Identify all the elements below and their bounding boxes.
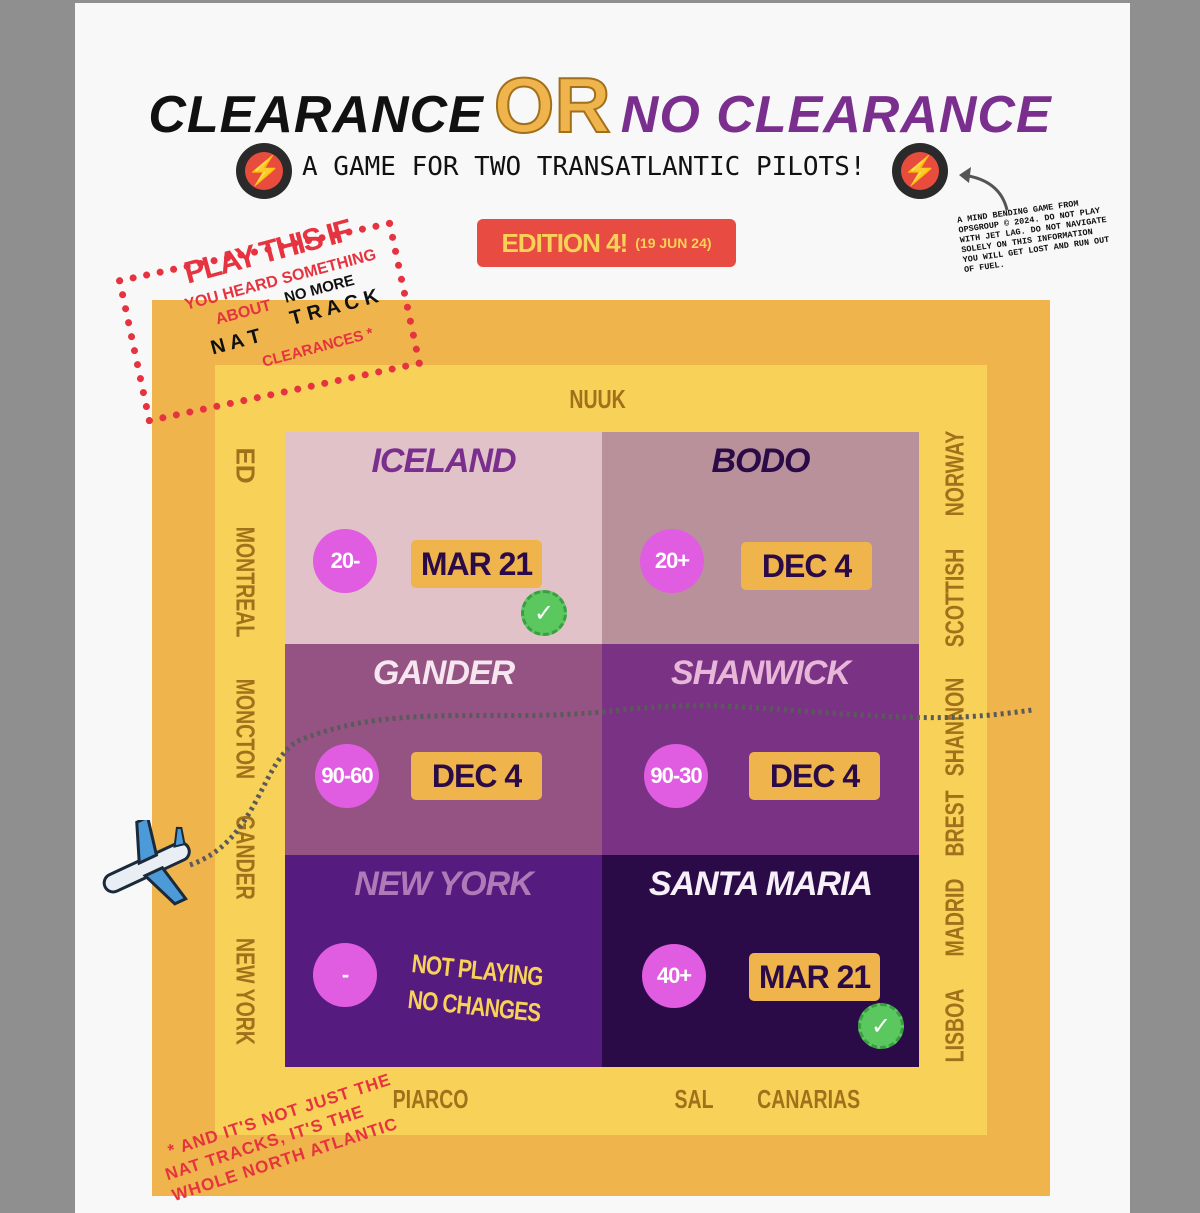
cell-iceland[interactable]: ICELAND 20- MAR 21 ✓ — [285, 432, 602, 644]
subtitle: A GAME FOR TWO TRANSATLANTIC PILOTS! — [302, 152, 866, 182]
lightning-bolt-icon: ⚡ — [892, 143, 948, 199]
cell-name: NEW YORK — [354, 865, 533, 903]
edition-label: EDITION 4! — [501, 227, 628, 258]
level-circle: 20+ — [640, 529, 704, 593]
title-or: OR — [493, 60, 612, 150]
cell-santa-maria[interactable]: SANTA MARIA 40+ MAR 21 ✓ — [602, 855, 919, 1067]
region-bottom: SAL — [674, 1084, 714, 1114]
region-bottom: PIARCO — [392, 1084, 469, 1114]
cell-name: GANDER — [372, 654, 515, 692]
checkmark-icon: ✓ — [858, 1003, 904, 1049]
date-badge: DEC 4 — [741, 542, 872, 590]
cell-name: ICELAND — [371, 442, 516, 480]
cell-name: BODO — [711, 442, 811, 480]
level-circle: 90-60 — [315, 744, 379, 808]
region-top: NUUK — [569, 384, 626, 414]
level-circle: - — [313, 943, 377, 1007]
airplane-icon — [102, 820, 191, 906]
cell-name: SHANWICK — [671, 654, 851, 692]
title-clearance: CLEARANCE — [148, 86, 484, 144]
cell-bodo[interactable]: BODO 20+ DEC 4 — [602, 432, 919, 644]
title-no-clearance: NO CLEARANCE — [620, 86, 1052, 144]
cell-new-york[interactable]: NEW YORK - NOT PLAYING NO CHANGES — [285, 855, 602, 1067]
region-bottom: CANARIAS — [757, 1084, 861, 1114]
level-circle: 40+ — [642, 944, 706, 1008]
cell-name: SANTA MARIA — [648, 865, 873, 903]
level-circle: 90-30 — [644, 744, 708, 808]
date-badge: DEC 4 — [749, 752, 880, 800]
edition-badge: EDITION 4! (19 JUN 24) — [477, 219, 736, 267]
cell-shanwick[interactable]: SHANWICK 90-30 DEC 4 — [602, 644, 919, 856]
lightning-bolt-icon: ⚡ — [236, 143, 292, 199]
curved-arrow-icon — [959, 167, 1009, 211]
checkmark-icon: ✓ — [521, 590, 567, 636]
level-circle: 20- — [313, 529, 377, 593]
cell-gander[interactable]: GANDER 90-60 DEC 4 — [285, 644, 602, 856]
date-badge: MAR 21 — [749, 953, 880, 1001]
date-badge: MAR 21 — [411, 540, 542, 588]
date-badge: DEC 4 — [411, 752, 542, 800]
edition-date: (19 JUN 24) — [635, 235, 712, 251]
